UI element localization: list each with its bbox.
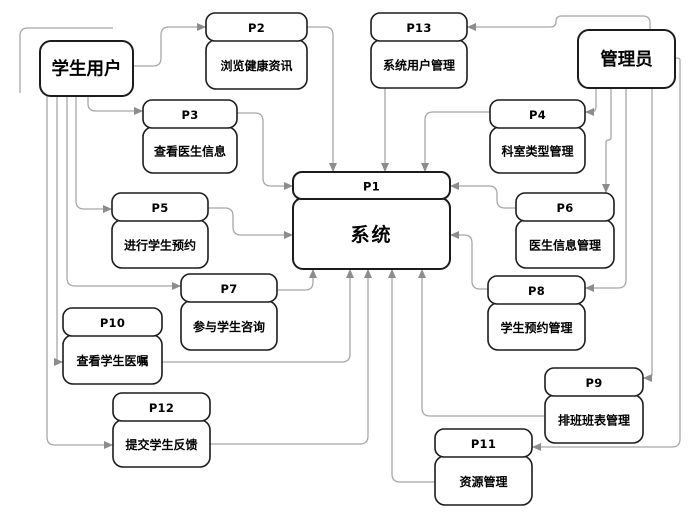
connector-admin-P9 bbox=[643, 88, 653, 382]
process-label-P4: P4 bbox=[529, 108, 546, 122]
connector-admin-P6 bbox=[602, 88, 612, 193]
process-node-P3: P3 查看医生信息 bbox=[142, 99, 238, 174]
process-name-P9: 排班班表管理 bbox=[558, 413, 630, 428]
connector-admin-P13 bbox=[467, 15, 651, 31]
actor-label-student: 学生用户 bbox=[52, 59, 122, 80]
process-label-P1: P1 bbox=[363, 180, 380, 194]
process-node-P11: P11 资源管理 bbox=[434, 428, 533, 506]
process-name-P7: 参与学生咨询 bbox=[193, 319, 265, 334]
connector-P4-P1 bbox=[421, 111, 490, 172]
process-name-P1: 系统 bbox=[350, 223, 392, 246]
process-label-P11: P11 bbox=[471, 437, 496, 451]
connector-student-P3 bbox=[87, 96, 143, 115]
process-name-P10: 查看学生医嘱 bbox=[75, 353, 148, 368]
actor-box-student bbox=[39, 40, 134, 97]
process-name-P5: 进行学生预约 bbox=[124, 238, 196, 253]
connector-P11-P1 bbox=[388, 269, 435, 483]
process-header-P8 bbox=[487, 275, 586, 305]
process-node-P10: P10 查看学生医嘱 bbox=[62, 307, 163, 385]
process-node-P6: P6 医生信息管理 bbox=[515, 192, 615, 269]
process-node-P5: P5 进行学生预约 bbox=[111, 192, 209, 269]
connector-P6-P1 bbox=[450, 182, 516, 209]
process-name-P3: 查看医生信息 bbox=[153, 144, 226, 159]
connector-stray bbox=[19, 27, 113, 93]
process-header-P6 bbox=[515, 192, 615, 222]
actor-node-student: 学生用户 bbox=[39, 40, 134, 97]
process-node-P1: P1 系统 bbox=[292, 171, 451, 270]
process-label-P10: P10 bbox=[100, 316, 125, 330]
process-name-P11: 资源管理 bbox=[459, 474, 507, 489]
process-label-P6: P6 bbox=[556, 201, 573, 215]
connector-P8-P1 bbox=[450, 231, 488, 290]
connector-P7-P1 bbox=[277, 269, 317, 291]
process-node-P4: P4 科室类型管理 bbox=[489, 99, 586, 174]
connector-admin-P4 bbox=[585, 88, 597, 116]
process-header-P4 bbox=[489, 99, 586, 129]
connector-P10-P1 bbox=[162, 269, 354, 363]
connector-P5-P1 bbox=[208, 207, 293, 239]
connector-P9-P1 bbox=[418, 269, 545, 417]
process-label-P7: P7 bbox=[220, 282, 237, 296]
actor-node-admin: 管理员 bbox=[577, 29, 676, 89]
connector-student-P12 bbox=[46, 96, 113, 449]
process-header-P1 bbox=[292, 171, 451, 200]
actor-box-admin bbox=[577, 29, 676, 89]
process-header-P7 bbox=[180, 273, 278, 303]
connector-admin-P11 bbox=[532, 57, 681, 451]
process-header-P12 bbox=[112, 392, 211, 422]
process-label-P13: P13 bbox=[406, 21, 431, 35]
process-header-P10 bbox=[62, 307, 163, 337]
connector-P2-P1 bbox=[307, 26, 337, 172]
process-node-P8: P8 学生预约管理 bbox=[487, 275, 586, 351]
process-name-P2: 浏览健康资讯 bbox=[220, 58, 292, 73]
process-label-P3: P3 bbox=[181, 108, 198, 122]
process-node-P9: P9 排班班表管理 bbox=[544, 367, 644, 444]
process-name-P8: 学生预约管理 bbox=[500, 320, 572, 335]
process-header-P9 bbox=[544, 367, 644, 397]
connector-student-P5 bbox=[75, 96, 112, 213]
process-name-P12: 提交学生反馈 bbox=[125, 437, 197, 452]
process-label-P2: P2 bbox=[248, 21, 265, 35]
process-label-P8: P8 bbox=[528, 284, 545, 298]
process-header-P11 bbox=[434, 428, 533, 458]
process-header-P5 bbox=[111, 192, 209, 222]
connector-student-P7 bbox=[66, 96, 181, 290]
process-name-P6: 医生信息管理 bbox=[529, 238, 601, 253]
connector-admin-P8 bbox=[585, 88, 627, 292]
process-name-P13: 系统用户管理 bbox=[383, 58, 455, 73]
process-node-P7: P7 参与学生咨询 bbox=[180, 273, 278, 351]
process-node-P2: P2 浏览健康资讯 bbox=[205, 12, 308, 90]
actor-label-admin: 管理员 bbox=[600, 49, 653, 70]
process-node-P12: P12 提交学生反馈 bbox=[112, 392, 211, 468]
process-header-P3 bbox=[142, 99, 238, 129]
process-label-P12: P12 bbox=[149, 401, 174, 415]
process-label-P5: P5 bbox=[151, 201, 168, 215]
process-label-P9: P9 bbox=[585, 376, 602, 390]
connector-student-P2 bbox=[133, 23, 206, 67]
process-node-P13: P13 系统用户管理 bbox=[370, 12, 468, 89]
process-name-P4: 科室类型管理 bbox=[501, 144, 573, 159]
connectors-layer bbox=[19, 15, 681, 483]
process-header-P13 bbox=[370, 12, 468, 42]
connector-P12-P1 bbox=[210, 269, 372, 445]
connector-student-P10 bbox=[54, 96, 63, 366]
connector-P3-P1 bbox=[237, 112, 293, 190]
process-header-P2 bbox=[205, 12, 308, 42]
